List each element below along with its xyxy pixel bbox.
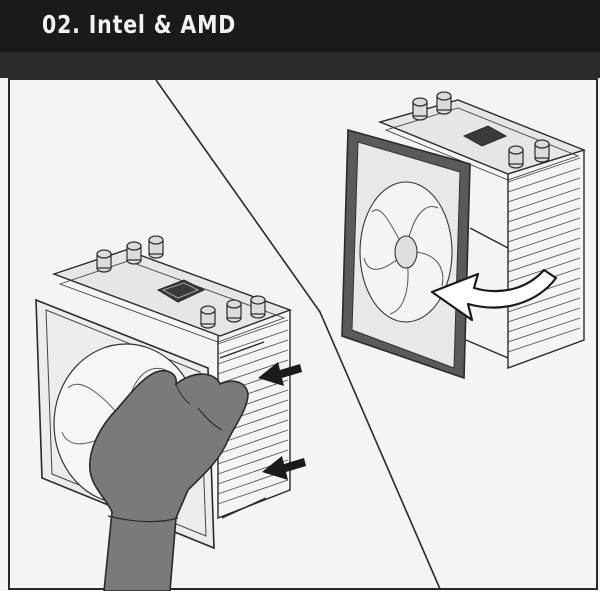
logo-badge: [156, 279, 206, 303]
panel-divider: [155, 79, 441, 590]
page-title: 02. Intel & AMD: [42, 10, 237, 39]
rotate-arrow-icon: [430, 268, 558, 322]
rotate-fan-illustration: [341, 91, 587, 380]
push-arrow-icon: [258, 362, 306, 480]
title-bar-stripe: [0, 52, 600, 78]
hand-mounting-fan-illustration: [35, 235, 306, 591]
hand-icon: [89, 369, 249, 591]
illustration-panel: [8, 78, 600, 591]
title-bar: 02. Intel & AMD: [0, 0, 600, 78]
